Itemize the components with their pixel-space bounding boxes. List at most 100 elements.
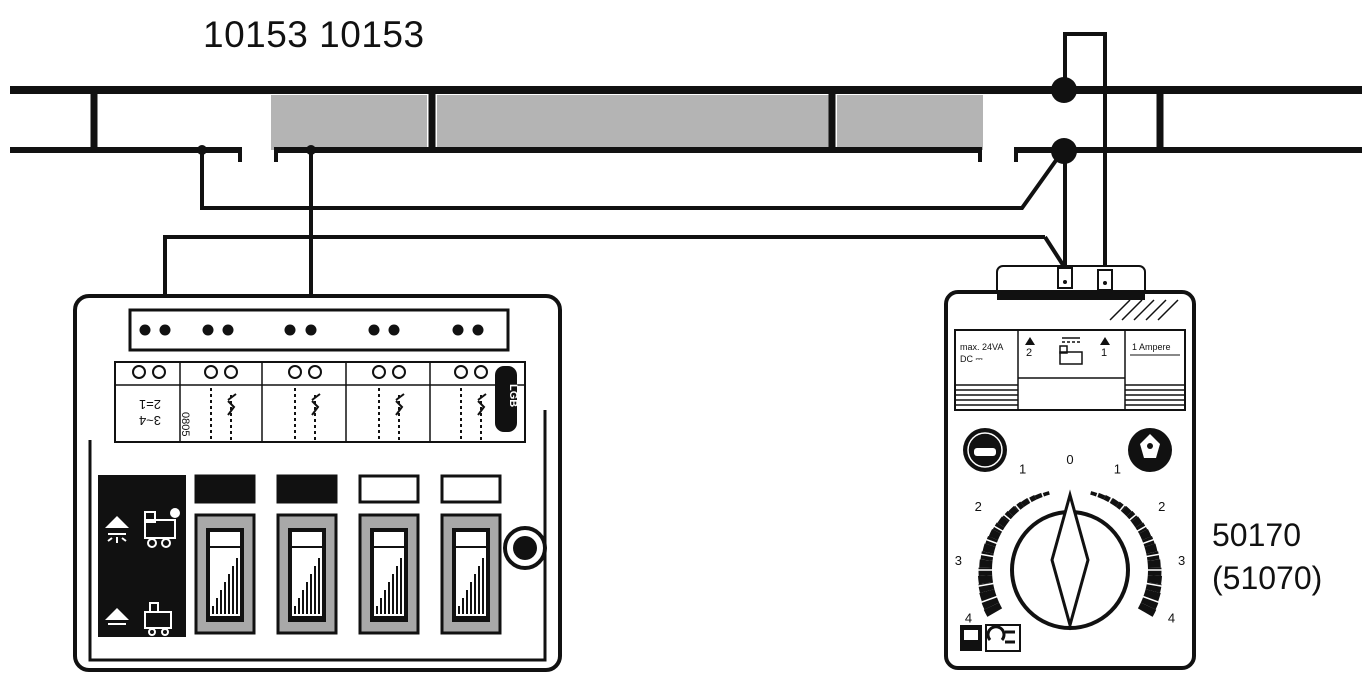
dial-scale-band (980, 551, 994, 561)
dial-tick (1105, 486, 1119, 509)
wires (163, 32, 1107, 330)
knob-pointer (1050, 489, 1090, 631)
section-switch[interactable] (358, 513, 420, 635)
dial-scale-band (1109, 497, 1120, 507)
connection-dot (306, 145, 316, 155)
indicator-lamp (194, 474, 256, 504)
dial-scale-band (977, 575, 993, 585)
section-switches (194, 513, 502, 635)
switch-box-code: 0805 (179, 412, 191, 436)
dial-scale-band (997, 516, 1009, 528)
dial-scale-band (1146, 551, 1160, 561)
dial-tick (1137, 536, 1161, 547)
dial-scale-band (1145, 582, 1162, 593)
section-switch[interactable] (276, 513, 338, 635)
dial-scale-band (1034, 492, 1044, 500)
dial-scale-band (1147, 575, 1163, 585)
dial-tick (1140, 552, 1165, 559)
dial-scale-band (1144, 543, 1158, 554)
dial-tick (1115, 495, 1133, 516)
dial-mark-right: 4 (1168, 610, 1175, 625)
dial-tick (1007, 495, 1025, 516)
dial-tick (975, 581, 1000, 588)
dial-scale-band (1115, 501, 1126, 512)
lgb-badge-icon (495, 366, 517, 432)
dial-tick (1021, 486, 1035, 509)
dial-scale-band (1002, 510, 1014, 522)
dial-tick (1124, 507, 1145, 525)
spec-line-1: max. 24VA (960, 342, 1003, 352)
dial-tick (1137, 593, 1161, 604)
dial-scale-band (1027, 494, 1037, 503)
indicator-lamp (358, 474, 420, 504)
dial-scale-band (979, 559, 993, 569)
wire-left-rail-return (200, 150, 1064, 210)
dial-tick (1140, 581, 1165, 588)
rail-connection-points (197, 77, 1077, 164)
wire-transformer-terminal-2 (1063, 32, 1107, 270)
isolated-section-shade-2 (437, 95, 829, 150)
dial-tick (979, 536, 1003, 547)
lamp-on-icon (105, 516, 129, 543)
dial-tick (1036, 479, 1047, 503)
section-switch[interactable] (440, 513, 502, 635)
switch-box: 2=1 3~4 0805 LGB (73, 294, 562, 672)
connection-dot-bottom-rail (1051, 138, 1077, 164)
locomotive-icon (1059, 337, 1083, 365)
model-number-primary: 50170 (1212, 517, 1301, 553)
eagle-logo-icon (1128, 428, 1172, 472)
dial-scale-band (1096, 492, 1106, 500)
dial-mark-right: 2 (1158, 499, 1165, 514)
dial-scale-band (983, 602, 1003, 618)
terminal-1 (1057, 267, 1073, 289)
terminal-2 (1097, 269, 1113, 291)
track (10, 86, 1362, 162)
dial-scale-band (1014, 501, 1025, 512)
dial-scale-band (982, 543, 996, 554)
connection-dot-top-rail (1051, 77, 1077, 103)
instruction-panel (98, 475, 186, 637)
terminal-strip (128, 308, 510, 352)
legend-line-1: 2=1 (139, 397, 161, 412)
dial-tick (986, 605, 1009, 619)
dial-tick (986, 521, 1009, 535)
arrow-up-icon (1100, 337, 1110, 345)
spec-panel (954, 329, 1186, 411)
lamp-off-icon (105, 608, 129, 625)
dial-mark-left: 2 (975, 499, 982, 514)
dial-scale-band (979, 589, 997, 602)
spec-line-2: DC ⎓ (960, 354, 983, 364)
terminal-label-2: 2 (1026, 347, 1032, 359)
model-number-alternate: (51070) (1212, 560, 1323, 596)
dial-tick (979, 593, 1003, 604)
dial-mark-left: 3 (955, 553, 962, 568)
isolated-section-shade-3 (837, 95, 983, 150)
lgb-logo-icon (963, 428, 1007, 472)
dial-scale-band (1137, 602, 1157, 618)
dial-scale-band (1131, 516, 1143, 528)
dial-tick (1093, 479, 1104, 503)
lgb-badge-text: LGB (507, 384, 519, 407)
dial-mark-center: 0 (1066, 452, 1073, 467)
dial-scale-band (1126, 510, 1138, 522)
wire-common-connector (1043, 235, 1067, 270)
terminal-holes (139, 324, 484, 336)
dial-scale-band (1008, 505, 1019, 517)
model-number-block: 50170 (51070) (1212, 514, 1322, 600)
ampere-label: 1 Ampere (1132, 342, 1171, 352)
dial-mark-left: 1 (1019, 461, 1026, 476)
indicator-lamp (440, 474, 502, 504)
dial-scale-band (1143, 589, 1161, 602)
indicator-lamp (276, 474, 338, 504)
terminal-label-1: 1 (1101, 347, 1107, 359)
isolated-section-shade-1 (271, 95, 427, 150)
dial-scale-band (1103, 494, 1113, 503)
dial-mark-right: 3 (1178, 553, 1185, 568)
section-switch[interactable] (194, 513, 256, 635)
dial-scale-band (988, 529, 1001, 541)
connection-dot (197, 145, 207, 155)
indicator-lamps (194, 474, 502, 504)
